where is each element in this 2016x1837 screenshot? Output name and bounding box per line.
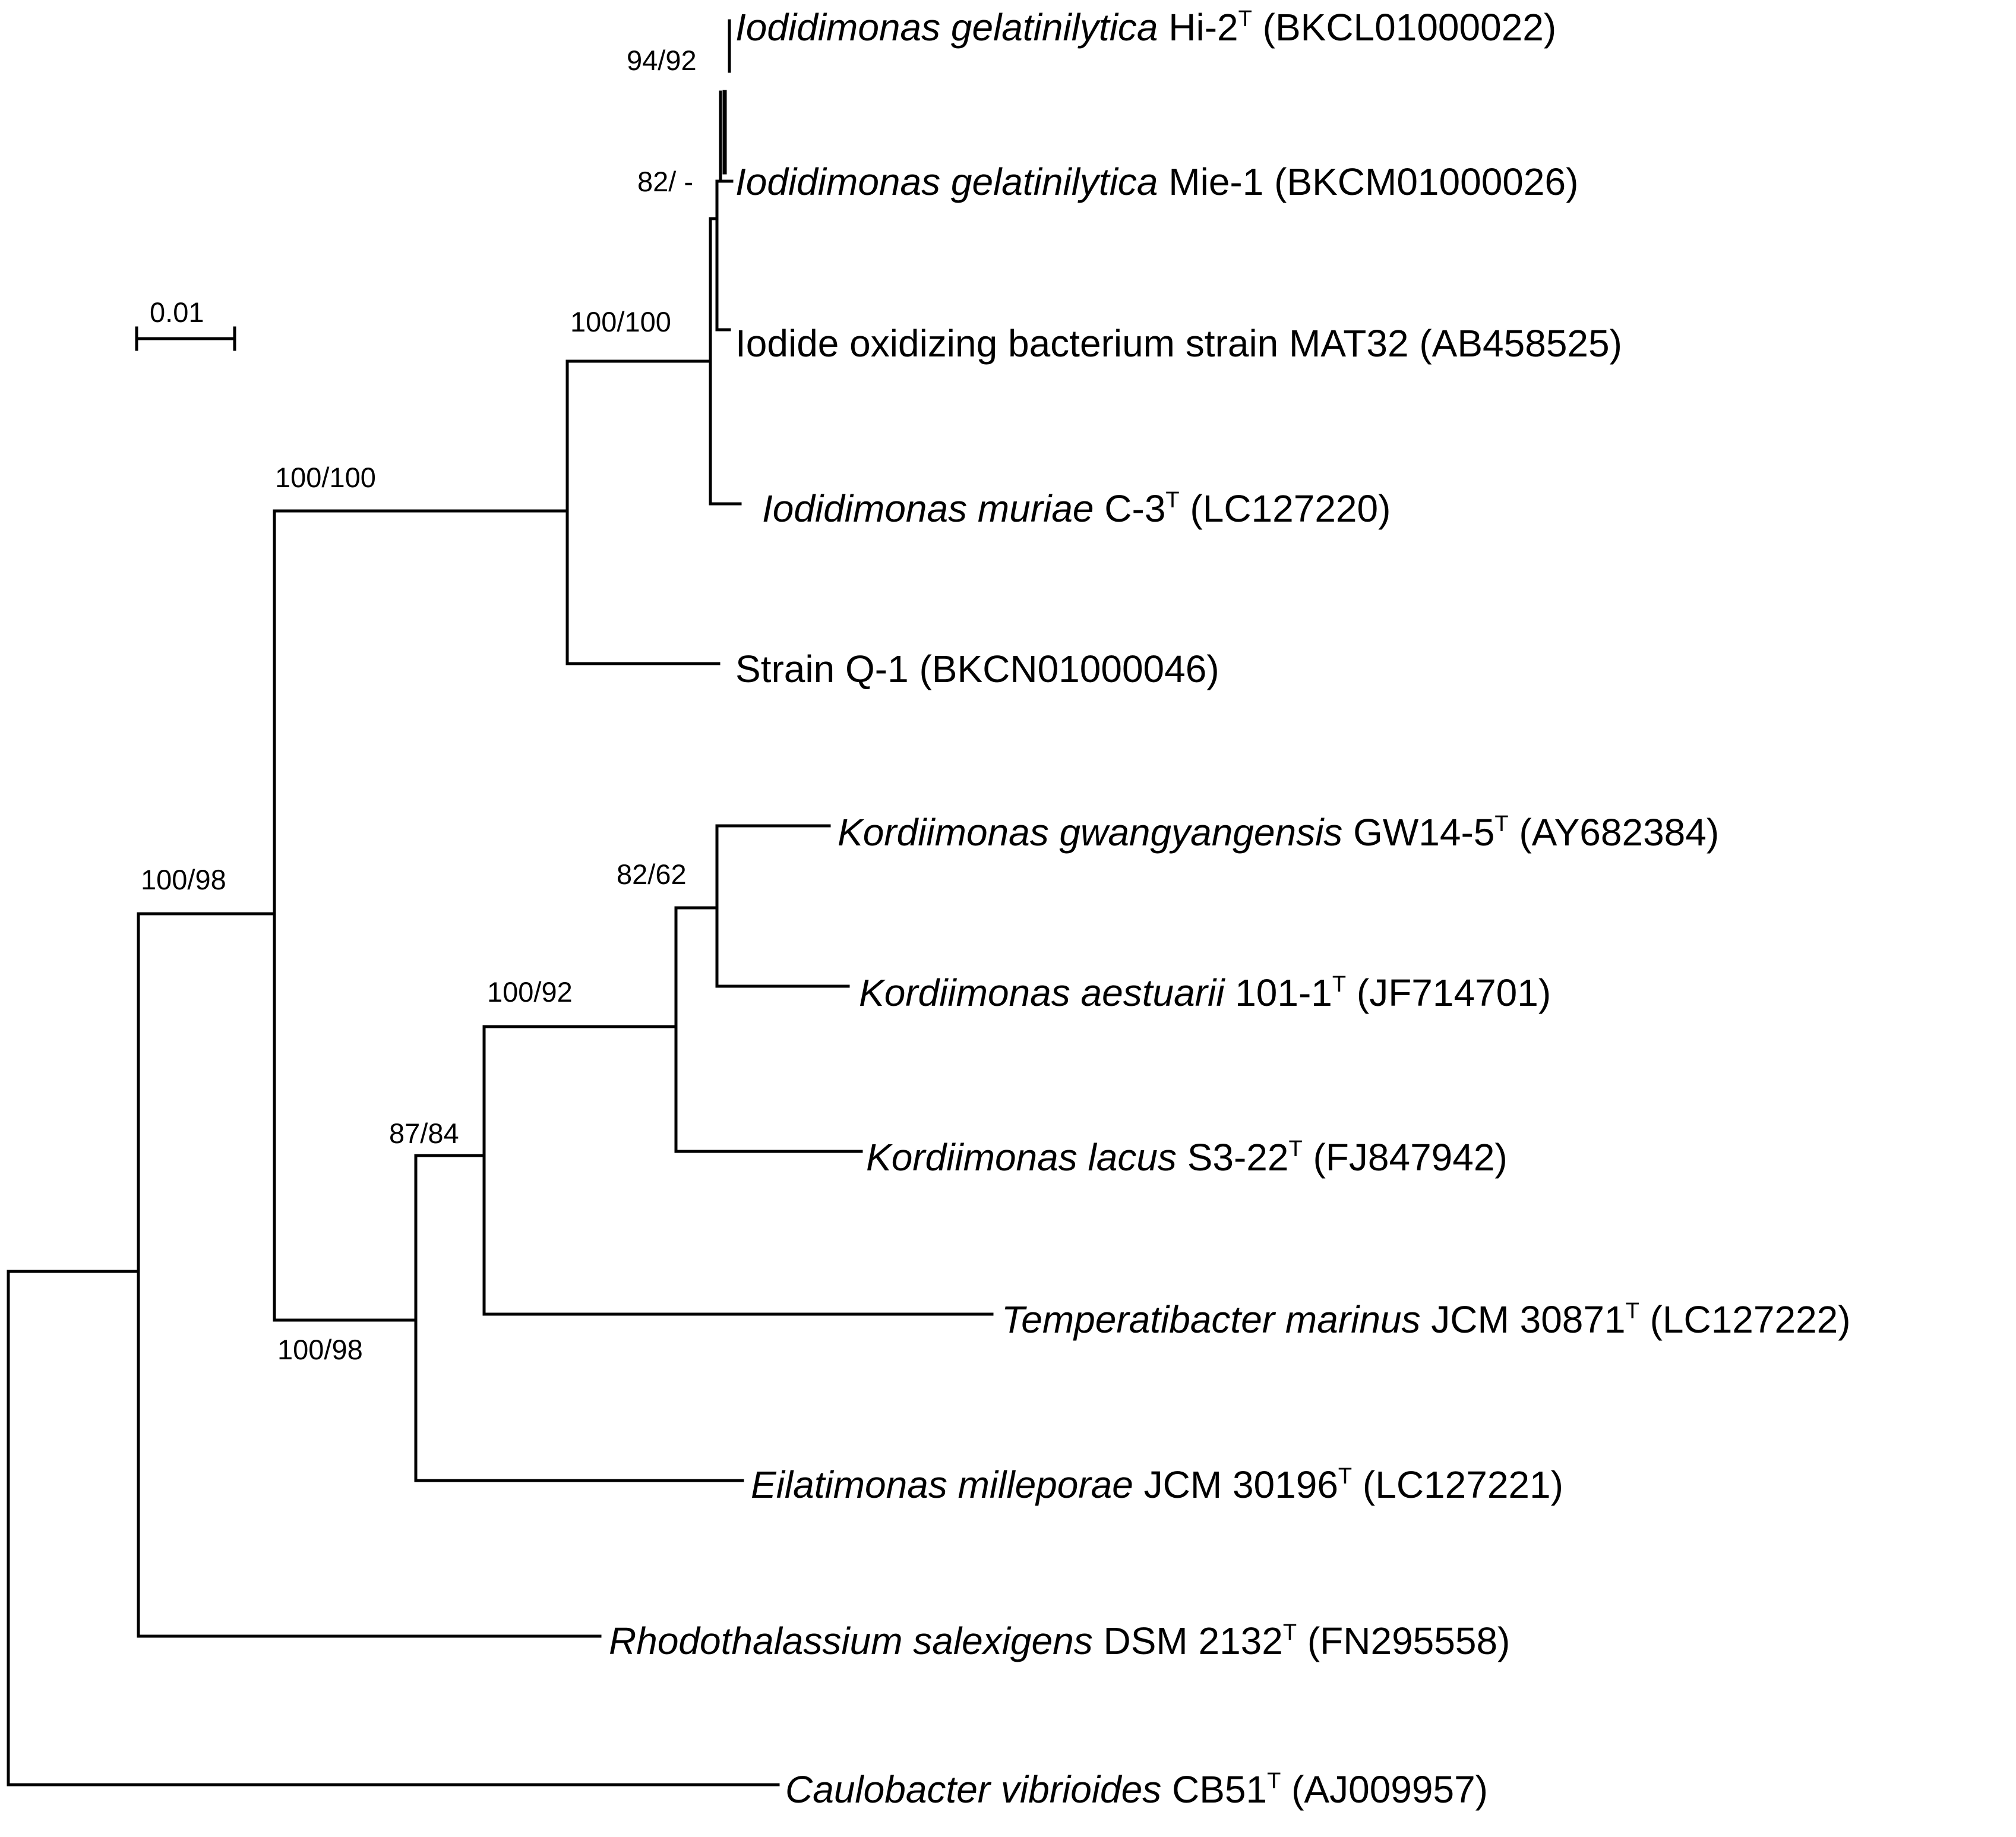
taxon-label-eilatimonas-milleporae: Eilatimonas milleporae JCM 30196T (LC127… (751, 1463, 1563, 1506)
type-strain-marker: T (1288, 1137, 1302, 1161)
tree-branches (7, 19, 994, 1787)
taxon-accession: (AB458525) (1409, 322, 1622, 365)
taxon-accession: (AJ009957) (1281, 1768, 1488, 1811)
type-strain-marker: T (1283, 1620, 1297, 1645)
taxon-strain: Strain Q-1 (735, 648, 909, 690)
taxon-label-kordiimonas-gwangyangensis: Kordiimonas gwangyangensis GW14-5T (AY68… (838, 811, 1719, 854)
taxon-species-name: Kordiimonas lacus (866, 1136, 1177, 1179)
taxon-species-name: Caulobacter vibrioides (785, 1768, 1161, 1811)
support-label: 100/92 (487, 976, 573, 1008)
taxon-accession: (LC127220) (1180, 487, 1391, 530)
taxon-label-iodidimonas-gelatinilytica-mie1: Iodidimonas gelatinilytica Mie-1 (BKCM01… (735, 160, 1578, 203)
type-strain-marker: T (1165, 488, 1179, 513)
taxon-accession: (FJ847942) (1303, 1136, 1508, 1179)
taxon-strain: CB51 (1161, 1768, 1267, 1811)
taxon-strain: 101-1 (1224, 971, 1332, 1014)
taxon-strain: C-3 (1094, 487, 1166, 530)
taxon-label-caulobacter-vibrioides: Caulobacter vibrioides CB51T (AJ009957) (785, 1768, 1488, 1811)
type-strain-marker: T (1332, 972, 1346, 997)
taxon-accession: (FN295558) (1297, 1620, 1510, 1662)
support-label: 100/98 (277, 1334, 363, 1365)
support-label: 82/62 (617, 858, 687, 890)
taxon-strain: Hi-2 (1158, 6, 1238, 49)
taxon-species-name: Iodidimonas muriae (762, 487, 1094, 530)
taxon-strain: JCM 30871 (1421, 1298, 1626, 1341)
taxon-strain: JCM 30196 (1133, 1463, 1338, 1506)
taxon-label-mat32: Iodide oxidizing bacterium strain MAT32 … (735, 322, 1622, 365)
taxon-accession: (LC127221) (1352, 1463, 1563, 1506)
taxon-strain: DSM 2132 (1093, 1620, 1283, 1662)
type-strain-marker: T (1626, 1299, 1639, 1324)
scale-bar: 0.01 (135, 296, 236, 351)
taxon-species-name: Iodidimonas gelatinilytica (735, 6, 1158, 49)
taxon-accession: (JF714701) (1346, 971, 1551, 1014)
support-label: 100/98 (141, 864, 226, 895)
taxon-species-name: Iodidimonas gelatinilytica (735, 160, 1158, 203)
taxon-label-rhodothalassium-salexigens: Rhodothalassium salexigens DSM 2132T (FN… (609, 1620, 1510, 1662)
support-values: 94/92 82/ - 100/100 100/100 100/98 82/62… (141, 45, 697, 1365)
taxon-label-temperatibacter-marinus: Temperatibacter marinus JCM 30871T (LC12… (1001, 1298, 1851, 1341)
taxon-species-name: Rhodothalassium salexigens (609, 1620, 1093, 1662)
taxon-species-name: Eilatimonas milleporae (751, 1463, 1133, 1506)
taxon-strain: Iodide oxidizing bacterium strain MAT32 (735, 322, 1409, 365)
type-strain-marker: T (1338, 1464, 1352, 1489)
taxon-species-name: Kordiimonas gwangyangensis (838, 811, 1342, 854)
scale-bar-label: 0.01 (150, 296, 204, 328)
type-strain-marker: T (1267, 1769, 1281, 1794)
taxon-accession: (BKCM01000026) (1263, 160, 1578, 203)
support-label: 100/100 (570, 306, 671, 337)
taxon-label-kordiimonas-aestuarii: Kordiimonas aestuarii 101-1T (JF714701) (859, 971, 1551, 1014)
taxon-species-name: Kordiimonas aestuarii (859, 971, 1225, 1014)
taxon-accession: (AY682384) (1509, 811, 1720, 854)
taxon-accession: (LC127222) (1639, 1298, 1851, 1341)
support-label: 87/84 (389, 1118, 459, 1149)
taxon-label-strain-q1: Strain Q-1 (BKCN01000046) (735, 648, 1219, 690)
taxon-label-iodidimonas-gelatinilytica-hi2: Iodidimonas gelatinilytica Hi-2T (BKCL01… (735, 6, 1556, 49)
support-label: 82/ - (637, 166, 693, 197)
taxon-strain: GW14-5 (1342, 811, 1494, 854)
taxon-accession: (BKCL01000022) (1252, 6, 1556, 49)
taxon-strain: S3-22 (1177, 1136, 1289, 1179)
taxon-label-kordiimonas-lacus: Kordiimonas lacus S3-22T (FJ847942) (866, 1136, 1508, 1179)
taxon-strain: Mie-1 (1158, 160, 1264, 203)
taxon-labels: Iodidimonas gelatinilytica Hi-2T (BKCL01… (609, 6, 1851, 1811)
support-label: 100/100 (275, 462, 376, 493)
type-strain-marker: T (1494, 812, 1508, 837)
taxon-accession: (BKCN01000046) (909, 648, 1219, 690)
taxon-species-name: Temperatibacter marinus (1001, 1298, 1421, 1341)
taxon-label-iodidimonas-muriae: Iodidimonas muriae C-3T (LC127220) (762, 487, 1391, 530)
type-strain-marker: T (1238, 7, 1252, 31)
support-label: 94/92 (627, 45, 697, 76)
